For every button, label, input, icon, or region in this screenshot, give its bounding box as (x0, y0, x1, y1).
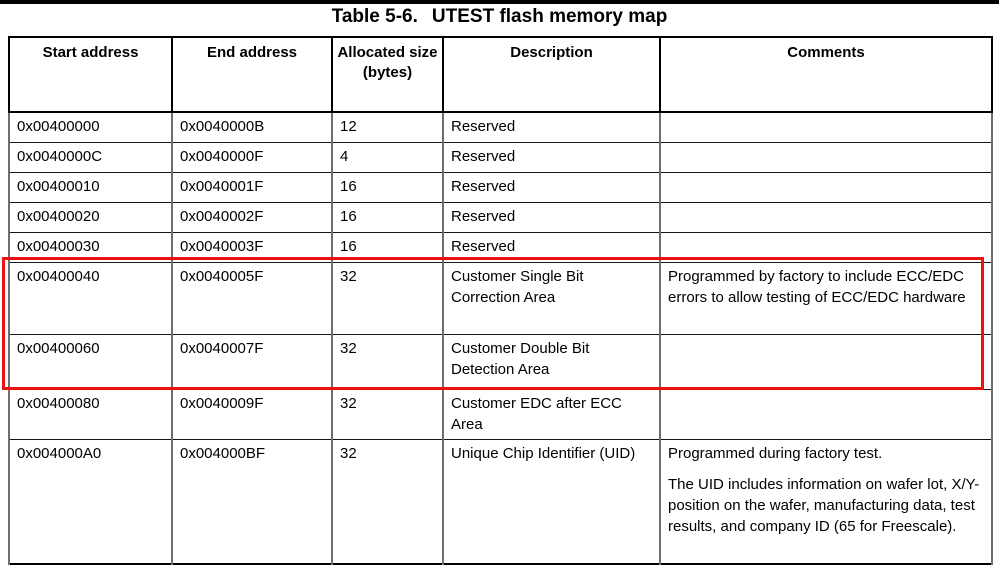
table-caption-number: Table 5-6. (331, 6, 418, 27)
top-rule-divider (0, 0, 999, 4)
cell-comments (659, 201, 993, 233)
cell-allocated-size: 4 (331, 141, 444, 173)
cell-end-address: 0x0040002F (171, 201, 333, 233)
utest-flash-memory-map-table: Start address End address Allocated size… (8, 36, 993, 565)
table-caption-title: UTEST flash memory map (431, 6, 668, 27)
cell-start-address: 0x00400020 (8, 201, 173, 233)
table-row: 0x0040000C 0x0040000F 4 Reserved (8, 141, 993, 173)
cell-start-address: 0x00400040 (8, 261, 173, 335)
cell-start-address: 0x004000A0 (8, 438, 173, 565)
cell-description: Customer EDC after ECC Area (442, 388, 661, 440)
cell-start-address: 0x00400030 (8, 231, 173, 263)
table-caption: Table 5-6. UTEST flash memory map (0, 4, 999, 30)
cell-end-address: 0x0040005F (171, 261, 333, 335)
cell-start-address: 0x00400000 (8, 111, 173, 143)
table-row: 0x00400080 0x0040009F 32 Customer EDC af… (8, 388, 993, 440)
column-header-end-address: End address (171, 36, 333, 113)
cell-allocated-size: 32 (331, 333, 444, 390)
cell-comments (659, 111, 993, 143)
table-header-row: Start address End address Allocated size… (8, 36, 993, 113)
cell-description: Reserved (442, 111, 661, 143)
cell-comments (659, 231, 993, 263)
cell-end-address: 0x0040001F (171, 171, 333, 203)
cell-comments (659, 171, 993, 203)
table-row-highlighted: 0x00400040 0x0040005F 32 Customer Single… (8, 261, 993, 335)
cell-description: Reserved (442, 141, 661, 173)
cell-description: Unique Chip Identifier (UID) (442, 438, 661, 565)
table-row: 0x00400000 0x0040000B 12 Reserved (8, 111, 993, 143)
cell-allocated-size: 12 (331, 111, 444, 143)
column-header-description: Description (442, 36, 661, 113)
cell-comments: Programmed during factory test. The UID … (659, 438, 993, 565)
cell-allocated-size: 16 (331, 231, 444, 263)
cell-end-address: 0x0040009F (171, 388, 333, 440)
cell-start-address: 0x0040000C (8, 141, 173, 173)
column-header-start-address: Start address (8, 36, 173, 113)
table-row: 0x00400030 0x0040003F 16 Reserved (8, 231, 993, 263)
cell-allocated-size: 16 (331, 201, 444, 233)
cell-start-address: 0x00400060 (8, 333, 173, 390)
cell-start-address: 0x00400010 (8, 171, 173, 203)
cell-description: Reserved (442, 231, 661, 263)
cell-start-address: 0x00400080 (8, 388, 173, 440)
cell-description: Customer Single Bit Correction Area (442, 261, 661, 335)
cell-description: Reserved (442, 171, 661, 203)
table-row: 0x004000A0 0x004000BF 32 Unique Chip Ide… (8, 438, 993, 565)
column-header-comments: Comments (659, 36, 993, 113)
cell-end-address: 0x0040003F (171, 231, 333, 263)
table-row-highlighted: 0x00400060 0x0040007F 32 Customer Double… (8, 333, 993, 390)
cell-description: Reserved (442, 201, 661, 233)
cell-comments: Programmed by factory to include ECC/EDC… (659, 261, 993, 335)
cell-end-address: 0x004000BF (171, 438, 333, 565)
cell-comments (659, 141, 993, 173)
column-header-allocated-size: Allocated size (bytes) (331, 36, 444, 113)
cell-end-address: 0x0040007F (171, 333, 333, 390)
cell-allocated-size: 16 (331, 171, 444, 203)
cell-description: Customer Double Bit Detection Area (442, 333, 661, 390)
cell-allocated-size: 32 (331, 438, 444, 565)
cell-end-address: 0x0040000F (171, 141, 333, 173)
comment-paragraph: The UID includes information on wafer lo… (668, 475, 980, 535)
cell-end-address: 0x0040000B (171, 111, 333, 143)
table-row: 0x00400010 0x0040001F 16 Reserved (8, 171, 993, 203)
comment-paragraph: Programmed by factory to include ECC/EDC… (668, 267, 966, 306)
cell-comments (659, 333, 993, 390)
comment-paragraph: Programmed during factory test. (668, 444, 883, 462)
cell-comments (659, 388, 993, 440)
cell-allocated-size: 32 (331, 261, 444, 335)
cell-allocated-size: 32 (331, 388, 444, 440)
table-row: 0x00400020 0x0040002F 16 Reserved (8, 201, 993, 233)
